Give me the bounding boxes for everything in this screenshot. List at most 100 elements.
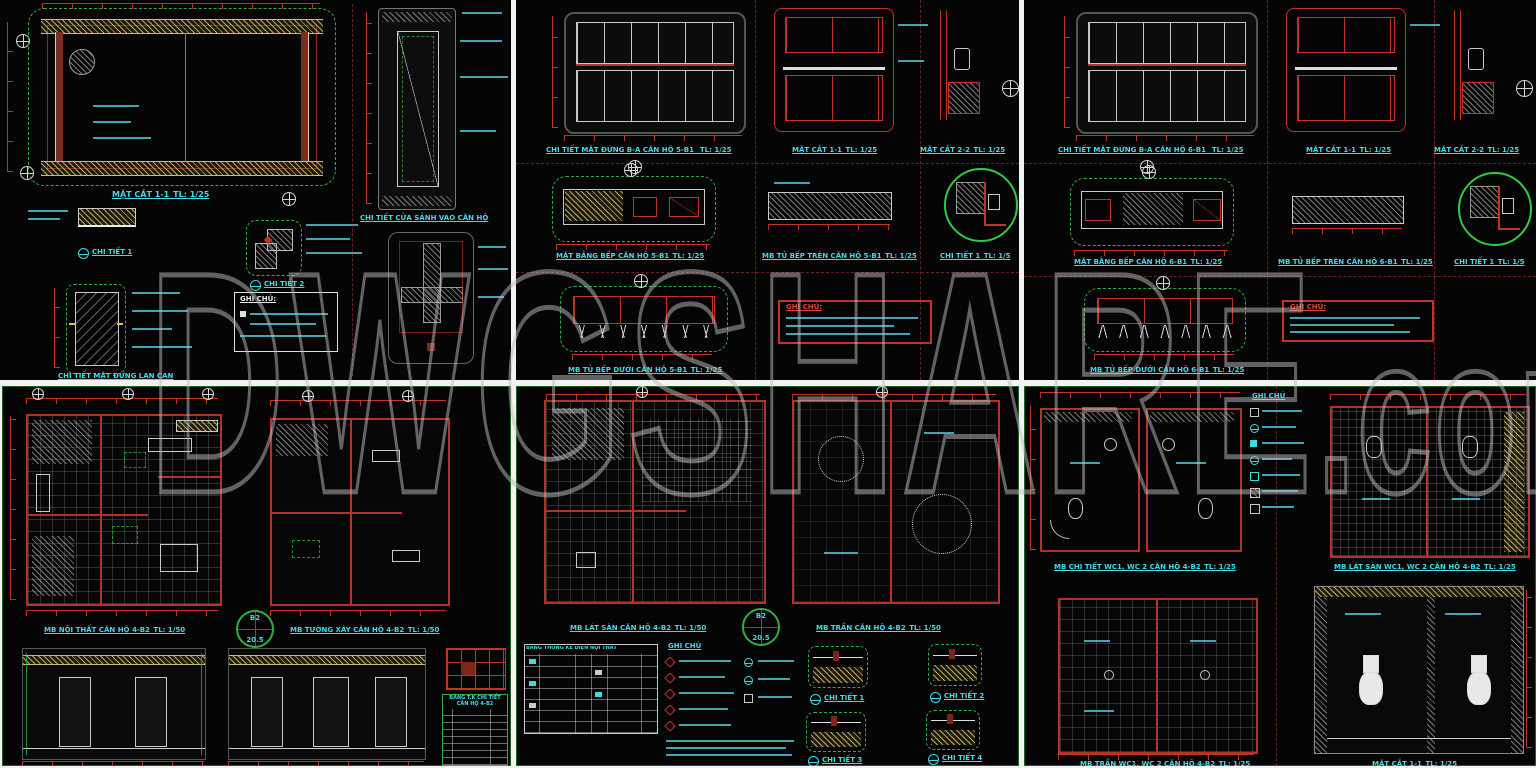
drawing-title: MB TỦ BẾP DƯỚI CĂN HỘ 6-B1_TL: 1/25 xyxy=(1090,366,1245,374)
table-title: BẢNG T.K CHI TIẾT CĂN HỘ 4-B2 xyxy=(449,695,501,707)
toilet-silhouette xyxy=(1467,671,1491,705)
marker xyxy=(833,651,839,661)
linework xyxy=(1462,82,1494,114)
grid-bubble-icon xyxy=(636,386,648,398)
dimension-line xyxy=(366,12,372,204)
layout-divider xyxy=(516,272,1019,273)
counter-hatch xyxy=(565,191,623,221)
linework xyxy=(185,33,186,161)
detail-bubble-icon xyxy=(78,248,89,259)
note-line xyxy=(679,692,734,694)
leader-note xyxy=(1362,498,1390,500)
slab-hatch xyxy=(41,161,323,176)
dimension-line xyxy=(1094,354,1234,360)
linework xyxy=(956,182,986,214)
linework xyxy=(23,748,205,749)
slab-hatch xyxy=(41,19,323,34)
leader-note xyxy=(460,130,496,132)
counter-outline xyxy=(563,189,705,225)
leader-note xyxy=(93,105,139,107)
lower-cabinet-doors xyxy=(1088,70,1246,122)
leader-note xyxy=(1445,613,1481,615)
drawing-title: MB LÁT SÀN CĂN HỘ 4-B2_TL: 1/50 xyxy=(570,624,707,632)
wall-hatch xyxy=(1427,597,1435,753)
wet-area-hatch xyxy=(32,420,92,464)
wall xyxy=(1156,600,1158,752)
dimension-line xyxy=(768,224,890,230)
drawing-title: MB TƯỜNG XÂY CĂN HỘ 4-B2_TL: 1/50 xyxy=(290,626,440,634)
note-line xyxy=(758,696,792,698)
sink xyxy=(1085,199,1111,221)
leader-note xyxy=(1070,462,1100,464)
key-plan xyxy=(446,648,506,690)
light-fixture xyxy=(1200,670,1210,680)
section-bubble-icon xyxy=(282,192,296,206)
wall xyxy=(1454,10,1461,120)
legend-title: BẢNG THỐNG KÊ ĐIỆN NỘI THẤT xyxy=(526,646,617,651)
leader-note xyxy=(28,210,68,212)
note-title: GHI CHÚ: xyxy=(1290,303,1327,311)
note-line xyxy=(1262,410,1302,412)
note-paragraph xyxy=(666,740,794,742)
leader-note xyxy=(460,76,508,78)
detail-title: CHI TIẾT 1 xyxy=(824,694,865,702)
fixture xyxy=(1366,436,1382,458)
floor-tiling-plan xyxy=(544,400,766,604)
dimension-line xyxy=(1292,228,1402,234)
wc-section xyxy=(1314,586,1524,754)
diamond-symbol-icon xyxy=(664,688,676,700)
drawing-title: CHI TIẾT 1_TL: 1/5 xyxy=(1454,258,1525,266)
wall xyxy=(272,512,402,514)
cabinet-front-elevation xyxy=(564,12,746,134)
fixture xyxy=(576,552,596,568)
symbol-swatch xyxy=(529,681,536,686)
sheet-apartment-plans-4b2: B2 20.5 MB NỘI THẤT CĂN HỘ 4-B2_TL: 1/50… xyxy=(2,386,511,766)
section-bubble-icon xyxy=(1142,165,1156,179)
linework xyxy=(292,540,320,558)
layout-divider xyxy=(1024,163,1536,164)
fixture xyxy=(1502,198,1514,214)
ceiling-rose xyxy=(818,436,864,482)
counter-hatch xyxy=(1123,193,1183,225)
fixture xyxy=(1462,436,1478,458)
sheet-kitchen-5b1: CHI TIẾT MẶT ĐỨNG B-A CĂN HỘ 5-B1 _TL: 1… xyxy=(516,0,1019,380)
wall-hatch xyxy=(1511,597,1523,753)
wc-plan-pair xyxy=(1040,402,1242,554)
drawing-title: MB CHI TIẾT WC1, WC 2 CĂN HỘ 4-B2_TL: 1/… xyxy=(1054,563,1236,571)
toilet xyxy=(1068,498,1083,519)
badge-value: 20.5 xyxy=(752,634,770,642)
drawing-title: MẶT CẮT 1-1_TL: 1/25 xyxy=(1306,146,1392,154)
note-line xyxy=(1290,324,1394,326)
linework xyxy=(933,655,977,656)
note-line xyxy=(758,678,790,680)
area-badge: B2 20.5 xyxy=(236,610,274,648)
area-badge: B2 20.5 xyxy=(742,608,780,646)
dimension-line xyxy=(42,3,320,9)
dimension-line xyxy=(1040,392,1240,398)
detail-bubble-icon xyxy=(250,280,261,291)
leader-note xyxy=(1410,24,1440,26)
lower-cabinet-plan xyxy=(1084,288,1246,352)
drawing-title: MB NỘI THẤT CĂN HỘ 4-B2_TL: 1/50 xyxy=(44,626,186,634)
dimension-line xyxy=(1074,250,1228,256)
dimension-line xyxy=(270,610,446,616)
cooktop xyxy=(1193,199,1221,221)
drawing-title: MẶT BẰNG BẾP CĂN HỘ 5-B1_TL: 1/25 xyxy=(556,252,705,260)
drawing-title: MẶT CẮT 1-1_TL: 1/25 xyxy=(792,146,878,154)
highlight-unit xyxy=(461,662,475,675)
legend-table: BẢNG THỐNG KÊ ĐIỆN NỘI THẤT xyxy=(524,644,658,734)
wall xyxy=(301,32,309,161)
base-units-plan xyxy=(1097,298,1233,324)
light-fixture xyxy=(1104,670,1114,680)
leader-note xyxy=(478,246,506,248)
detail-bubble-icon xyxy=(808,756,819,766)
leader-note xyxy=(132,292,180,294)
linework xyxy=(811,732,861,747)
dimension-line xyxy=(546,394,760,400)
counter-top xyxy=(783,67,885,70)
linework xyxy=(931,730,975,745)
sheet-door-railing-details: MẶT CẮT 1-1_TL: 1/25 CHI TIẾT 1 CHI TIẾT… xyxy=(0,0,511,380)
section-bubble-icon xyxy=(624,163,638,177)
wet-area-hatch xyxy=(32,536,74,596)
dimension-line xyxy=(1330,394,1526,400)
